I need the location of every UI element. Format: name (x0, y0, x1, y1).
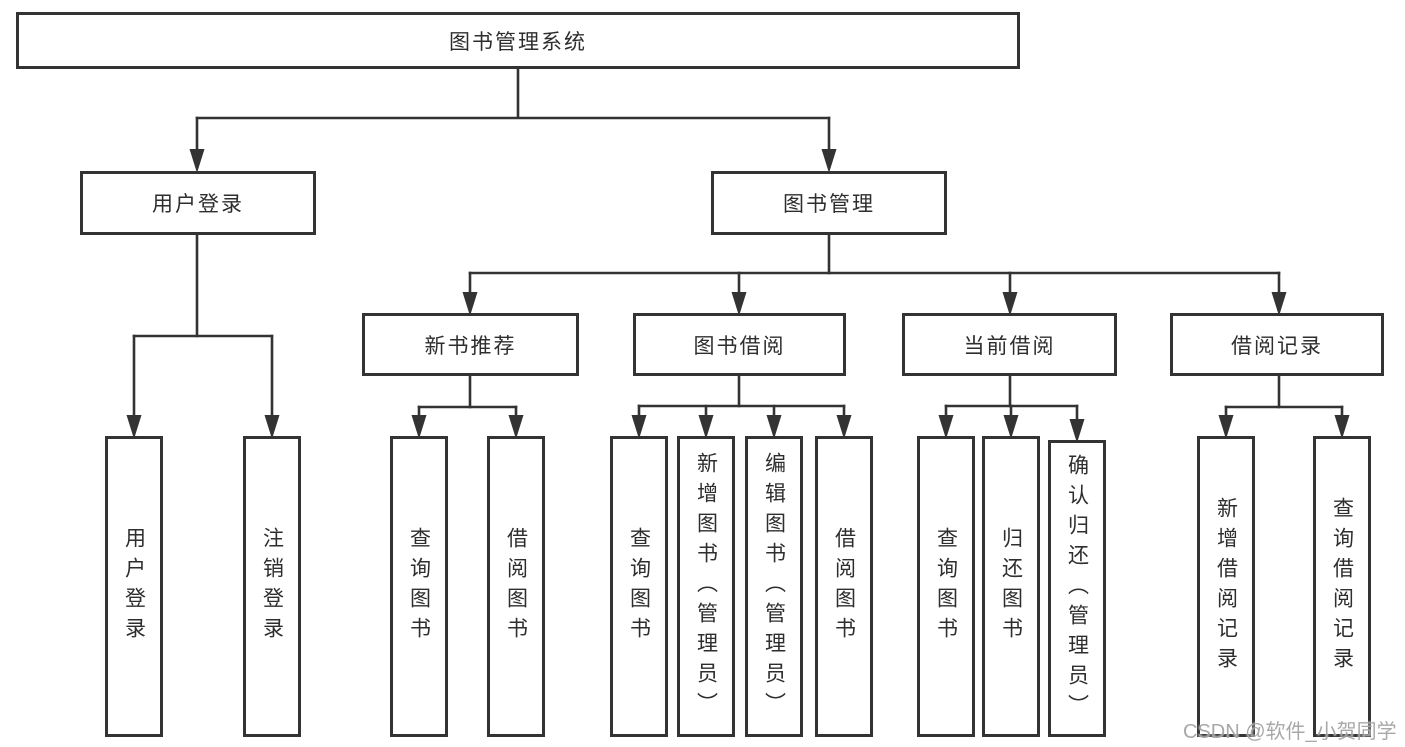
node-book-borrow: 图书借阅 (633, 313, 846, 376)
leaf-borrow-query-books: 查询图书 (610, 436, 668, 737)
node-root-label: 图书管理系统 (449, 30, 587, 54)
leaf-recommend-borrow-books-label: 借阅图书 (504, 526, 528, 647)
arrowhead (938, 415, 954, 439)
node-new-book-recommend: 新书推荐 (362, 313, 579, 376)
leaf-logout: 注销登录 (243, 436, 301, 737)
arrowhead (1003, 415, 1019, 439)
node-book-borrow-label: 图书借阅 (693, 334, 786, 358)
arrowhead (821, 149, 837, 173)
arrowhead (508, 415, 524, 439)
leaf-query-borrow-record: 查询借阅记录 (1313, 436, 1371, 737)
node-current-borrow: 当前借阅 (902, 313, 1117, 376)
leaf-recommend-borrow-books: 借阅图书 (487, 436, 545, 737)
leaf-user-login-label: 用户登录 (122, 526, 146, 647)
arrowhead (1271, 292, 1287, 316)
node-current-borrow-label: 当前借阅 (963, 334, 1056, 358)
arrowhead (698, 415, 714, 439)
leaf-add-books-admin: 新增图书（管理员） (677, 436, 735, 737)
leaf-borrow-books: 借阅图书 (815, 436, 873, 737)
leaf-return-books: 归还图书 (982, 436, 1040, 737)
leaf-edit-books-admin: 编辑图书（管理员） (745, 436, 803, 737)
leaf-current-query-books-label: 查询图书 (934, 526, 958, 647)
leaf-confirm-return-admin-label: 确认归还（管理员） (1065, 453, 1089, 724)
arrowhead (189, 149, 205, 173)
leaf-borrow-books-label: 借阅图书 (832, 526, 856, 647)
arrowhead (462, 292, 478, 316)
leaf-return-books-label: 归还图书 (999, 526, 1023, 647)
node-user-login: 用户登录 (80, 171, 316, 235)
arrowheads (126, 149, 1350, 443)
arrowhead (1218, 415, 1234, 439)
arrowhead (1002, 292, 1018, 316)
arrowhead (731, 292, 747, 316)
leaf-add-borrow-record: 新增借阅记录 (1197, 436, 1255, 737)
leaf-confirm-return-admin: 确认归还（管理员） (1048, 440, 1106, 737)
leaf-recommend-query-books: 查询图书 (390, 436, 448, 737)
leaf-add-borrow-record-label: 新增借阅记录 (1214, 496, 1238, 677)
leaf-query-borrow-record-label: 查询借阅记录 (1330, 496, 1354, 677)
arrowhead (836, 415, 852, 439)
node-book-management-label: 图书管理 (783, 193, 875, 216)
leaf-logout-label: 注销登录 (260, 526, 284, 647)
node-user-login-label: 用户登录 (152, 193, 244, 216)
leaf-borrow-query-books-label: 查询图书 (627, 526, 651, 647)
node-root: 图书管理系统 (16, 12, 1020, 69)
leaf-add-books-admin-label: 新增图书（管理员） (694, 451, 718, 722)
leaf-user-login: 用户登录 (105, 436, 163, 737)
arrowhead (126, 415, 142, 439)
leaf-edit-books-admin-label: 编辑图书（管理员） (762, 451, 786, 722)
node-borrow-records-label: 借阅记录 (1231, 334, 1323, 358)
arrowhead (631, 415, 647, 439)
node-book-management: 图书管理 (711, 171, 947, 235)
leaf-recommend-query-books-label: 查询图书 (407, 526, 431, 647)
arrowhead (1334, 415, 1350, 439)
node-new-book-recommend-label: 新书推荐 (424, 334, 517, 358)
csdn-watermark: CSDN @软件_小贺同学 (1183, 721, 1397, 743)
arrowhead (1069, 419, 1085, 443)
arrowhead (766, 415, 782, 439)
arrowhead (411, 415, 427, 439)
node-borrow-records: 借阅记录 (1170, 313, 1384, 376)
arrowhead (264, 415, 280, 439)
leaf-current-query-books: 查询图书 (917, 436, 975, 737)
